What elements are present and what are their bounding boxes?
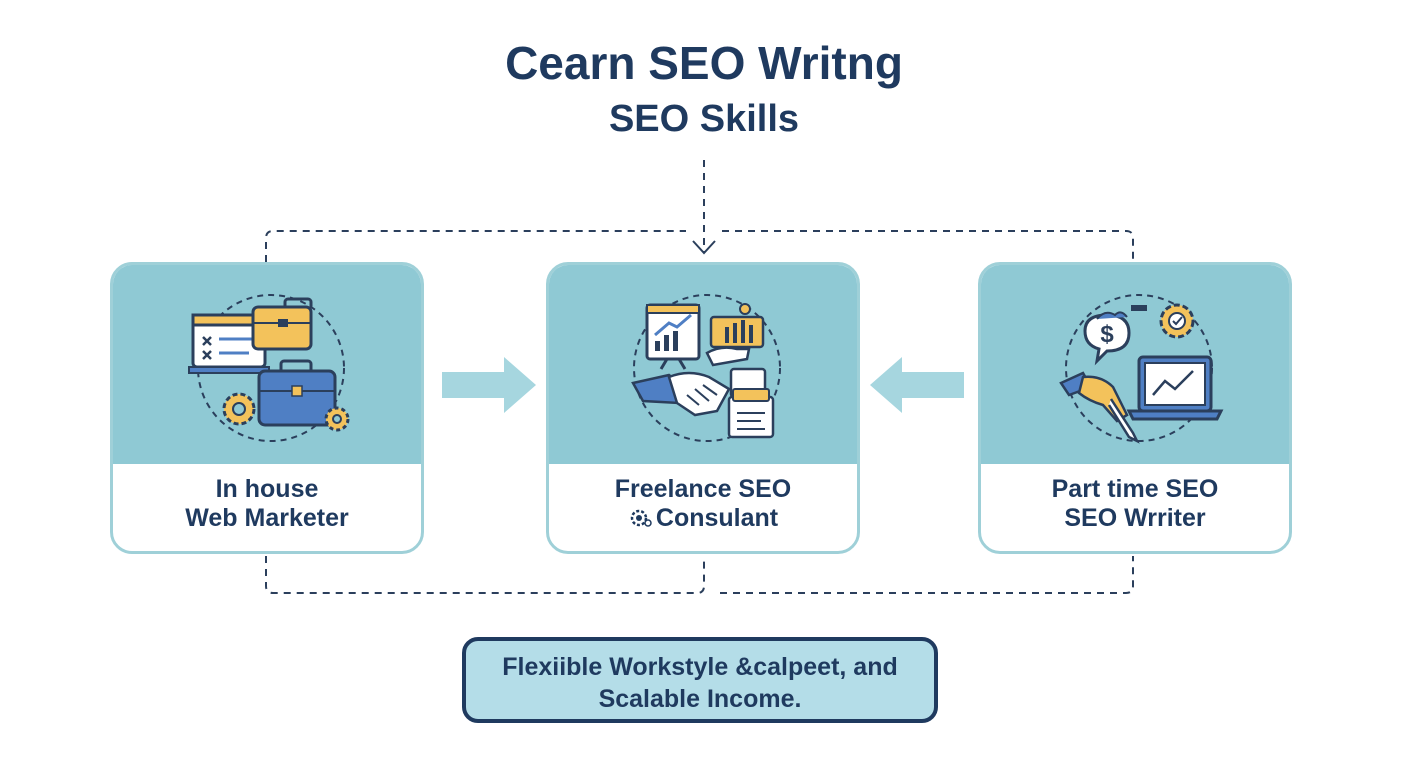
card-in-house-label: In house Web Marketer [113,475,421,533]
top-bracket-right [722,230,1134,262]
card-freelance-line2: Consulant [655,504,779,532]
card-in-house: In house Web Marketer [110,262,424,554]
card-part-time-label: Part time SEO SEO Wrriter [981,475,1289,533]
card-part-time-art: $ [981,265,1289,464]
footer-line1: Flexiible Workstyle &calpeet, and [502,653,898,681]
diagram-title: Cearn SEO Writng [505,37,903,89]
card-part-time: $ Part time SEO SEO Wrriter [978,262,1292,554]
card-freelance-label: Freelance SEO Consulant [549,475,857,533]
arrow-right-icon [442,357,536,413]
card-freelance-line1: Freelance SEO [614,475,792,503]
top-bracket-left [265,230,686,262]
card-freelance-art [549,265,857,464]
card-part-time-line2: SEO Wrriter [1064,504,1206,532]
laptop-pen-dollar-icon: $ [1059,294,1224,444]
title-arrowhead [692,240,716,255]
footer-summary-box: Flexiible Workstyle &calpeet, and Scalab… [462,637,938,723]
briefcase-monitor-gears-icon [188,294,350,442]
footer-line2: Scalable Income. [598,685,802,713]
card-freelance: Freelance SEO Consulant [546,262,860,554]
bottom-bracket-left [265,556,705,594]
card-in-house-line2: Web Marketer [185,504,349,532]
card-part-time-line1: Part time SEO [1051,475,1219,503]
card-in-house-art [113,265,421,464]
card-in-house-line1: In house [215,475,319,503]
arrow-left-icon [870,357,964,413]
svg-text:$: $ [1100,321,1114,348]
diagram-subtitle: SEO Skills [608,98,800,140]
handshake-chart-icon [631,294,781,442]
bottom-bracket-right [720,556,1134,594]
gear-icon [630,509,652,527]
